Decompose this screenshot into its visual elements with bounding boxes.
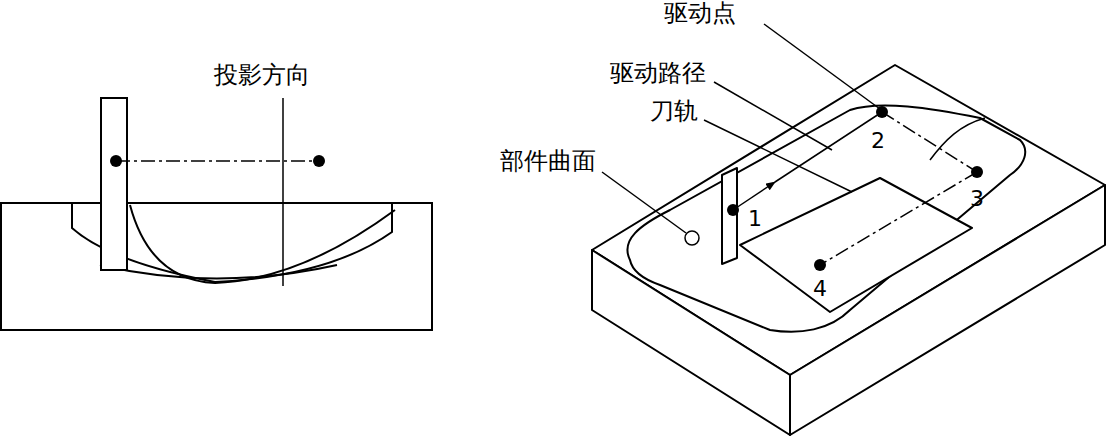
drive-point bbox=[727, 204, 739, 216]
cavity-outline bbox=[627, 105, 1025, 331]
block-section bbox=[1, 203, 432, 330]
annotation-label: 投影方向 bbox=[214, 62, 310, 90]
tool-path-surface bbox=[740, 178, 972, 312]
surface-marker bbox=[685, 231, 699, 245]
left-view bbox=[1, 98, 432, 330]
leader-line bbox=[704, 120, 852, 192]
annotation-label: 刀轨 bbox=[650, 98, 698, 126]
drive-point bbox=[971, 166, 983, 178]
part-arc bbox=[130, 205, 395, 283]
callout-number: 4 bbox=[813, 276, 827, 301]
callout-number: 3 bbox=[970, 186, 984, 211]
tool bbox=[722, 168, 737, 264]
drive-point bbox=[313, 155, 325, 167]
cavity-edge bbox=[930, 118, 985, 160]
drive-line bbox=[116, 160, 319, 162]
annotation-label: 驱动点 bbox=[664, 0, 736, 28]
leader-line bbox=[602, 172, 686, 233]
drive-line bbox=[775, 112, 882, 182]
callout-number: 2 bbox=[871, 128, 885, 153]
leader-line bbox=[764, 24, 880, 109]
drive-path bbox=[820, 172, 977, 265]
drive-path bbox=[882, 112, 977, 172]
block-left bbox=[592, 250, 790, 435]
drive-point bbox=[814, 259, 826, 271]
annotation-label: 驱动路径 bbox=[610, 60, 706, 88]
tool bbox=[101, 98, 127, 270]
right-view bbox=[592, 24, 1105, 435]
tool-path-curve bbox=[100, 265, 337, 279]
annotation-label: 部件曲面 bbox=[500, 148, 596, 176]
leader-line bbox=[714, 82, 832, 150]
drive-arrow bbox=[733, 182, 775, 210]
drive-point bbox=[110, 155, 122, 167]
callout-number: 1 bbox=[748, 206, 762, 231]
projection-line bbox=[282, 98, 284, 286]
